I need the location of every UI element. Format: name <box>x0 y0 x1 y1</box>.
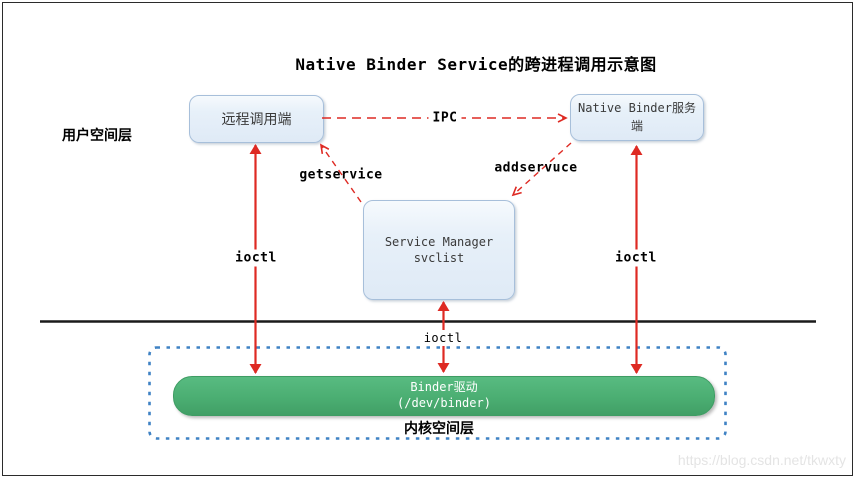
ioctl-left-label: ioctl <box>231 249 281 267</box>
getservice-label: getservice <box>299 167 383 183</box>
ipc-label: IPC <box>428 109 462 127</box>
ioctl-right-label: ioctl <box>611 249 661 267</box>
service-manager-node: Service Manager svclist <box>363 200 515 300</box>
native-binder-server-node: Native Binder服务端 <box>570 94 704 141</box>
service-manager-label: Service Manager <box>384 234 494 249</box>
service-manager-svclist-label: svclist <box>413 251 465 265</box>
binder-driver-path-label: (/dev/binder) <box>397 396 491 410</box>
csdn-watermark: https://blog.csdn.net/tkwxty <box>677 452 846 468</box>
addservice-label: addservuce <box>494 160 578 176</box>
binder-driver-node: Binder驱动 (/dev/binder) <box>173 376 715 416</box>
ioctl-middle-label: ioctl <box>419 330 467 346</box>
binder-driver-label: Binder驱动 <box>410 380 478 395</box>
remote-caller-node: 远程调用端 <box>189 95 324 143</box>
remote-caller-label: 远程调用端 <box>221 111 292 127</box>
diagram-title: Native Binder Service的跨进程调用示意图 <box>295 55 657 74</box>
user-space-layer-label: 用户空间层 <box>62 127 132 143</box>
native-binder-server-label: Native Binder服务端 <box>578 101 696 133</box>
kernel-space-layer-label: 内核空间层 <box>404 420 474 436</box>
